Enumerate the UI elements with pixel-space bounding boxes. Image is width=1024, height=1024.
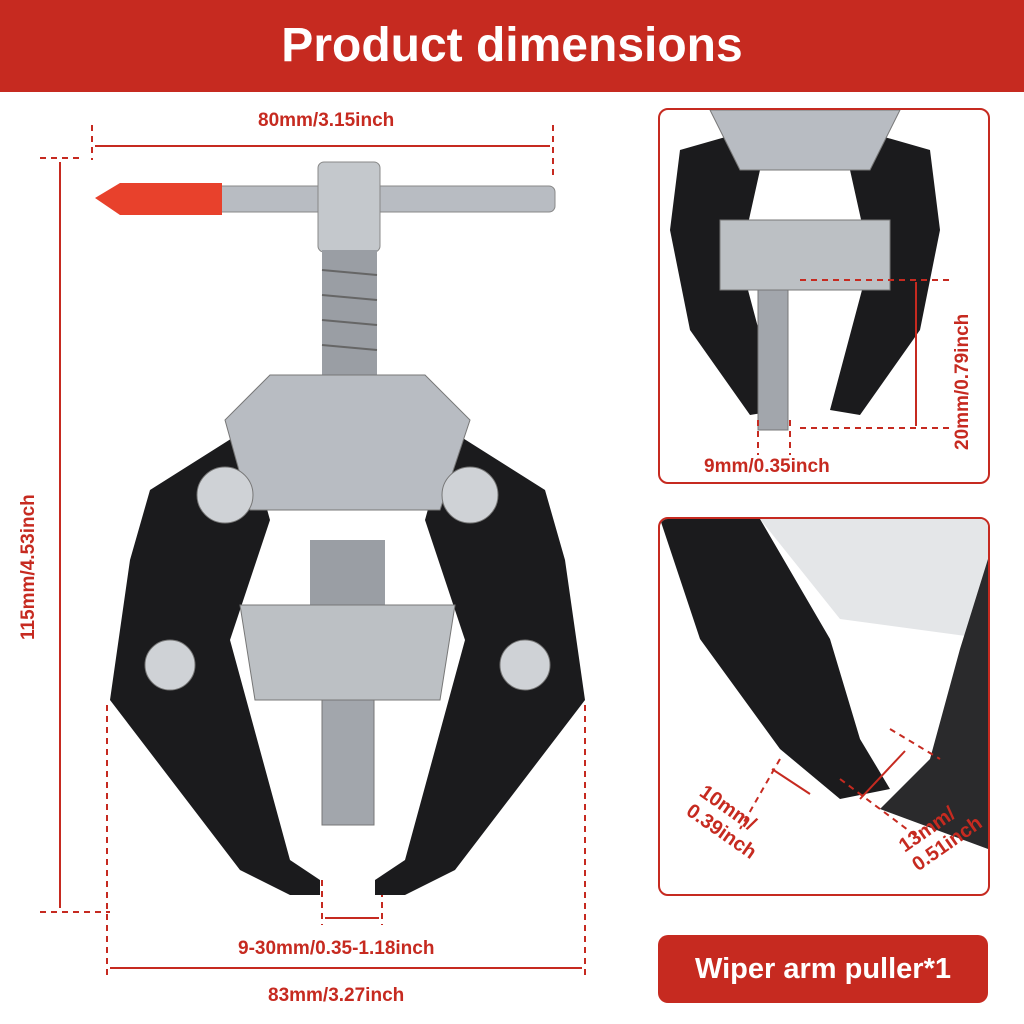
inset-jaw-detail: 10mm/ 0.39inch 13mm/ 0.51inch xyxy=(658,517,990,896)
package-contents-badge: Wiper arm puller*1 xyxy=(658,935,988,1003)
tip-width-label: 9mm/0.35inch xyxy=(704,456,830,477)
bottom-width-label: 83mm/3.27inch xyxy=(268,985,405,1006)
jaw-range-label: 9-30mm/0.35-1.18inch xyxy=(238,938,435,959)
tip-height-label: 20mm/0.79inch xyxy=(952,313,973,450)
page-title: Product dimensions xyxy=(0,0,1024,92)
inset-tip-detail: 9mm/0.35inch 20mm/0.79inch xyxy=(658,108,990,484)
height-label: 115mm/4.53inch xyxy=(18,494,39,640)
top-width-label: 80mm/3.15inch xyxy=(258,110,395,131)
